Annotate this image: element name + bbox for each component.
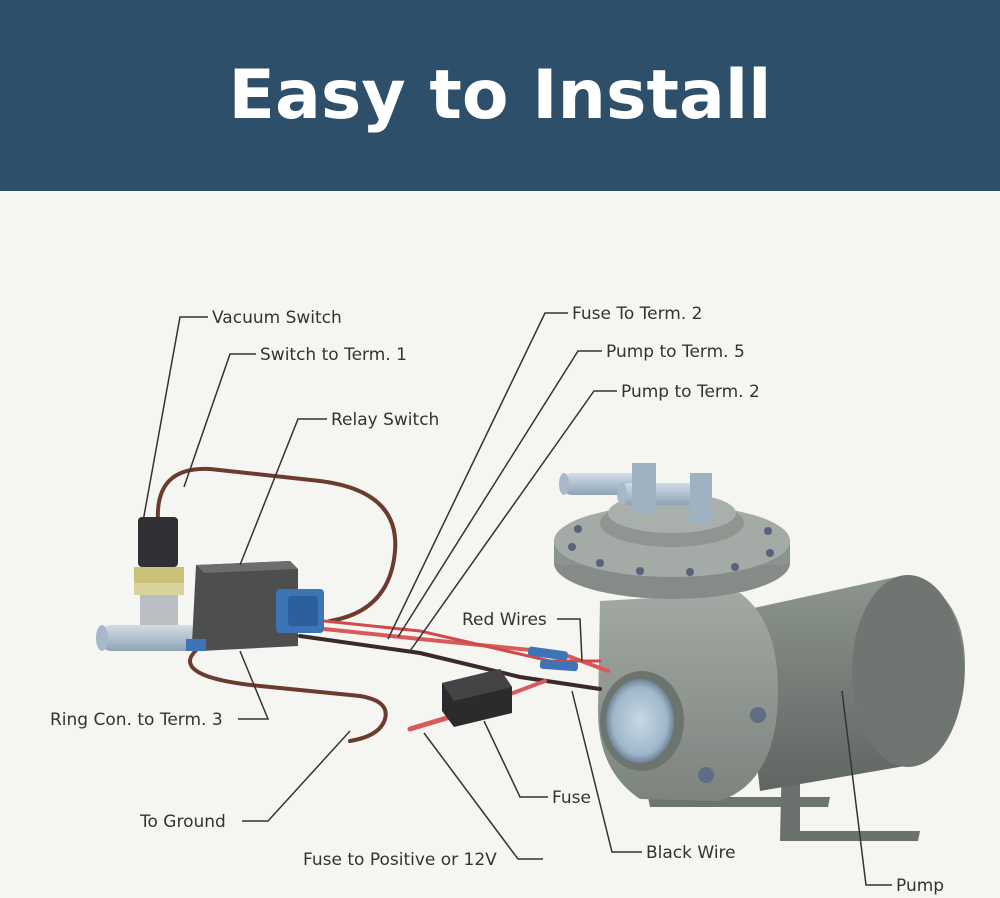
brown-ground-wire — [187, 619, 388, 743]
wiring-diagram: Vacuum Switch Switch to Term. 1 Relay Sw… — [0, 191, 1000, 898]
header-banner: Easy to Install — [0, 0, 1000, 191]
label-black-wire: Black Wire — [646, 843, 736, 863]
leader-to-ground — [242, 730, 351, 822]
leader-ring-con — [238, 650, 270, 720]
wires — [155, 466, 610, 743]
wire-connectors — [527, 646, 579, 672]
leader-fuse — [483, 720, 548, 798]
brown-wire-loop — [155, 466, 398, 623]
leader-black-wire — [571, 690, 642, 853]
red-wire-2 — [303, 617, 602, 663]
leader-switch-term1 — [183, 353, 256, 488]
label-fuse-term2: Fuse To Term. 2 — [572, 304, 702, 324]
leader-lines — [141, 312, 892, 886]
black-wire — [298, 634, 602, 691]
label-fuse-positive: Fuse to Positive or 12V — [303, 850, 497, 870]
leader-vacuum-switch — [141, 316, 208, 528]
fuse — [442, 669, 512, 727]
labels: Vacuum Switch Switch to Term. 1 Relay Sw… — [50, 304, 944, 896]
wiring-diagram-svg: Vacuum Switch Switch to Term. 1 Relay Sw… — [50, 304, 965, 896]
pump-motor-endcap — [852, 575, 964, 767]
label-fuse: Fuse — [552, 788, 591, 808]
label-relay-switch: Relay Switch — [331, 410, 439, 430]
pump — [554, 463, 965, 841]
label-pump-term5: Pump to Term. 5 — [606, 342, 745, 362]
leader-relay-switch — [239, 418, 327, 566]
pump-bolts — [568, 525, 774, 576]
label-switch-term1: Switch to Term. 1 — [260, 345, 407, 365]
page-title: Easy to Install — [228, 56, 772, 135]
leader-fuse-positive — [423, 732, 543, 860]
label-to-ground: To Ground — [139, 812, 226, 832]
leader-pump — [841, 690, 892, 886]
leader-pump-term2 — [409, 390, 617, 652]
label-pump-term2: Pump to Term. 2 — [621, 382, 760, 402]
label-ring-con-term3: Ring Con. to Term. 3 — [50, 710, 223, 730]
vacuum-switch — [96, 517, 200, 651]
pump-hose-barbs — [559, 463, 712, 523]
leader-fuse-term2 — [387, 312, 568, 640]
red-wire-fuse — [407, 714, 453, 732]
leader-red-wires — [557, 618, 583, 662]
label-red-wires: Red Wires — [462, 610, 547, 630]
label-vacuum-switch: Vacuum Switch — [212, 308, 342, 328]
leader-pump-term5 — [397, 350, 602, 638]
label-pump: Pump — [896, 876, 944, 896]
relay-switch — [186, 561, 324, 651]
